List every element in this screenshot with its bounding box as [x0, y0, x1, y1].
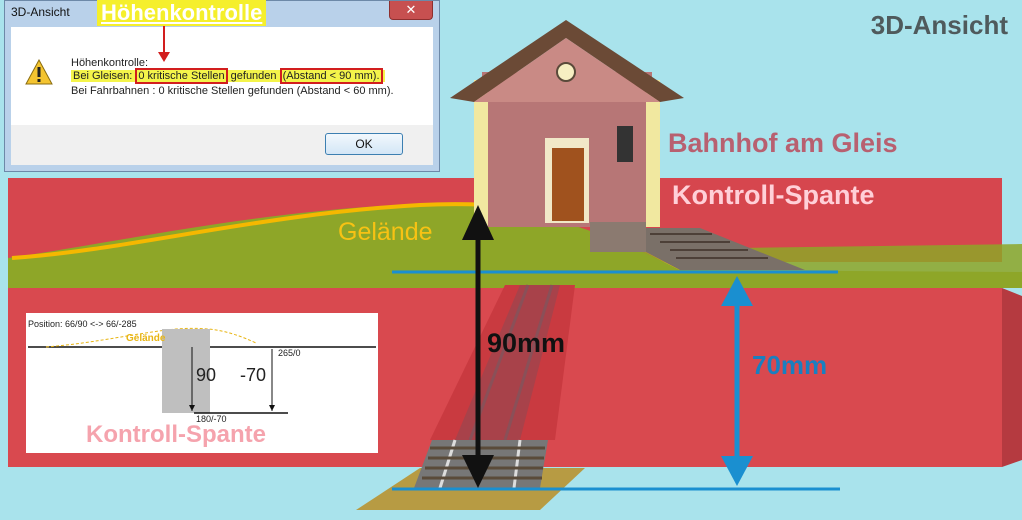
- rail-right: [503, 284, 554, 441]
- close-button[interactable]: ✕: [389, 1, 433, 20]
- arrow-70mm-down: [721, 456, 753, 486]
- height-check-annotation: Höhenkontrolle: [97, 0, 267, 26]
- terrain-label: Gelände: [338, 218, 433, 246]
- inset-tick-bottom: 180/-70: [196, 414, 227, 424]
- arrow-70mm-up: [721, 276, 753, 306]
- ok-button[interactable]: OK: [325, 133, 403, 155]
- inset-profile-drawing: [28, 327, 376, 414]
- inset-terrain-label: Gelände: [126, 333, 166, 344]
- arrow-90mm-down: [462, 455, 494, 488]
- dialog-roads-line: Bei Fahrbahnen : 0 kritische Stellen gef…: [71, 85, 394, 97]
- height-70-label: 70mm: [752, 350, 828, 380]
- warning-icon: [25, 59, 53, 85]
- inset-value-minus70: -70: [240, 365, 267, 385]
- dialog-body: Höhenkontrolle: Bei Gleisen: 0 kritische…: [11, 27, 433, 125]
- height-90-label: 90mm: [487, 328, 566, 358]
- arrow-90mm-up: [462, 205, 494, 240]
- rails-prefix: Bei Gleisen:: [73, 70, 136, 82]
- inset-tick-top: 265/0: [278, 348, 301, 358]
- station-track-sleepers: [650, 233, 768, 259]
- control-frame-label: Kontroll-Spante: [672, 180, 875, 210]
- track-rails: [455, 285, 560, 440]
- control-frame-side: [1002, 288, 1022, 467]
- dialog-rails-line: Bei Gleisen: 0 kritische Stellen gefunde…: [71, 68, 385, 84]
- rails-mid: gefunden: [227, 70, 280, 82]
- station-building: [450, 20, 684, 252]
- dialog-footer: OK: [11, 125, 433, 165]
- inset-value-90: 90: [196, 365, 217, 385]
- view-title: 3D-Ansicht: [870, 10, 1008, 40]
- station-label: Bahnhof am Gleis: [668, 128, 898, 158]
- rails-limit: (Abstand < 90 mm).: [279, 68, 383, 84]
- inset-frame-label: Kontroll-Spante: [86, 421, 266, 448]
- dialog-heading: Höhenkontrolle:: [71, 57, 149, 69]
- profile-inset: Position: 66/90 <-> 66/-285 Gelände 90 -…: [26, 313, 378, 453]
- dialog-title: 3D-Ansicht: [11, 5, 70, 19]
- annotation-arrow: [158, 26, 170, 62]
- inset-position: Position: 66/90 <-> 66/-285: [28, 319, 137, 329]
- rails-count: 0 kritische Stellen: [135, 68, 228, 84]
